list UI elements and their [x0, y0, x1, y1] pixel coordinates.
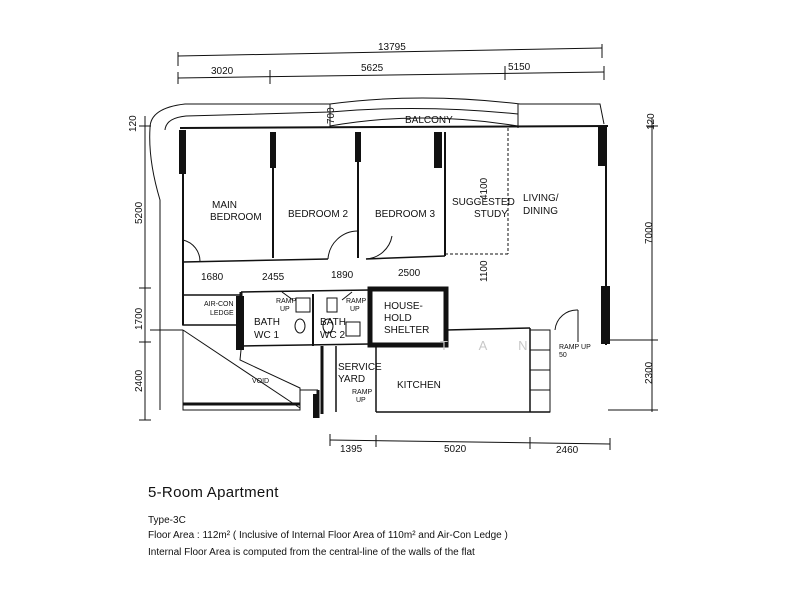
room-study-2: STUDY [474, 209, 508, 220]
dim-bottom-2: 5020 [444, 444, 467, 455]
dim-right-2: 7000 [644, 221, 655, 244]
room-study-1: SUGGESTED [452, 197, 515, 208]
dim-left-1: 120 [128, 115, 139, 132]
room-living-2: DINING [523, 206, 558, 217]
dim-right-3: 2300 [644, 361, 655, 384]
plan-type: Type-3C [148, 515, 186, 526]
dim-left-2: 5200 [134, 201, 145, 224]
dim-internal-1: 1680 [201, 272, 224, 283]
dim-top-2: 5625 [361, 63, 384, 74]
dim-internal-3: 1890 [331, 270, 354, 281]
bathroom-fixtures [281, 291, 361, 337]
dimension-line-overall [177, 47, 603, 57]
dimension-line-top [177, 71, 605, 79]
room-balcony: BALCONY [405, 115, 453, 126]
room-aircon-1: AIR-CON [204, 301, 234, 308]
room-main-bedroom-2: BEDROOM [210, 212, 262, 223]
floor-area-note: Internal Floor Area is computed from the… [148, 547, 475, 558]
household-shelter-walls [367, 286, 449, 348]
dim-bottom-1: 1395 [340, 444, 363, 455]
dim-balcony: 700 [326, 107, 337, 124]
balcony-outline [149, 97, 605, 129]
room-bath1-1: BATH [254, 317, 280, 328]
dim-top-3: 5150 [508, 62, 531, 73]
room-bedroom-3: BEDROOM 3 [375, 209, 435, 220]
room-bath2-1: BATH [320, 317, 346, 328]
room-living-1: LIVING/ [523, 193, 559, 204]
curved-facade [149, 127, 161, 410]
svg-text:T A N: T A N [440, 338, 542, 353]
ramp-bath1-1: RAMP [276, 298, 297, 305]
kitchen-cabinet [529, 329, 551, 413]
ramp-yard-1: RAMP [352, 389, 373, 396]
dim-study-2: 1100 [479, 260, 490, 282]
floor-area-text: Floor Area : 112m² ( Inclusive of Intern… [148, 530, 508, 541]
north-wall [179, 125, 609, 129]
room-aircon-2: LEDGE [210, 310, 234, 317]
plan-title: 5-Room Apartment [148, 484, 279, 501]
room-kitchen: KITCHEN [397, 380, 441, 391]
ramp-living-1: RAMP UP [559, 344, 591, 351]
room-main-bedroom-1: MAIN [212, 200, 237, 211]
ramp-living-2: 50 [559, 352, 567, 359]
dim-study-1: 4100 [479, 177, 490, 200]
ramp-bath1-2: UP [280, 306, 290, 313]
dim-right-1: 120 [646, 113, 657, 130]
dim-left-4: 2400 [134, 369, 145, 392]
dim-internal-2: 2455 [262, 272, 285, 283]
room-void: VOID [252, 378, 269, 385]
room-service-1: SERVICE [338, 362, 382, 373]
dim-bottom-3: 2460 [556, 445, 579, 456]
room-shelter-2: HOLD [384, 313, 412, 324]
dim-left-3: 1700 [134, 307, 145, 330]
room-service-2: YARD [338, 374, 365, 385]
dim-internal-4: 2500 [398, 268, 421, 279]
ramp-yard-2: UP [356, 397, 366, 404]
room-bath2-2: WC 2 [320, 330, 345, 341]
dim-overall: 13795 [378, 42, 406, 53]
room-bedroom-2: BEDROOM 2 [288, 209, 348, 220]
room-shelter-3: SHELTER [384, 325, 429, 336]
ramp-bath2-1: RAMP [346, 298, 367, 305]
room-bath1-2: WC 1 [254, 330, 279, 341]
structural-columns [179, 126, 610, 418]
room-shelter-1: HOUSE- [384, 301, 423, 312]
ramp-bath2-2: UP [350, 306, 360, 313]
dimension-line-bottom [329, 439, 611, 445]
dim-top-1: 3020 [211, 66, 234, 77]
floor-plan: T A N 13795 3020 5625 5150 1395 5020 246… [128, 42, 658, 456]
